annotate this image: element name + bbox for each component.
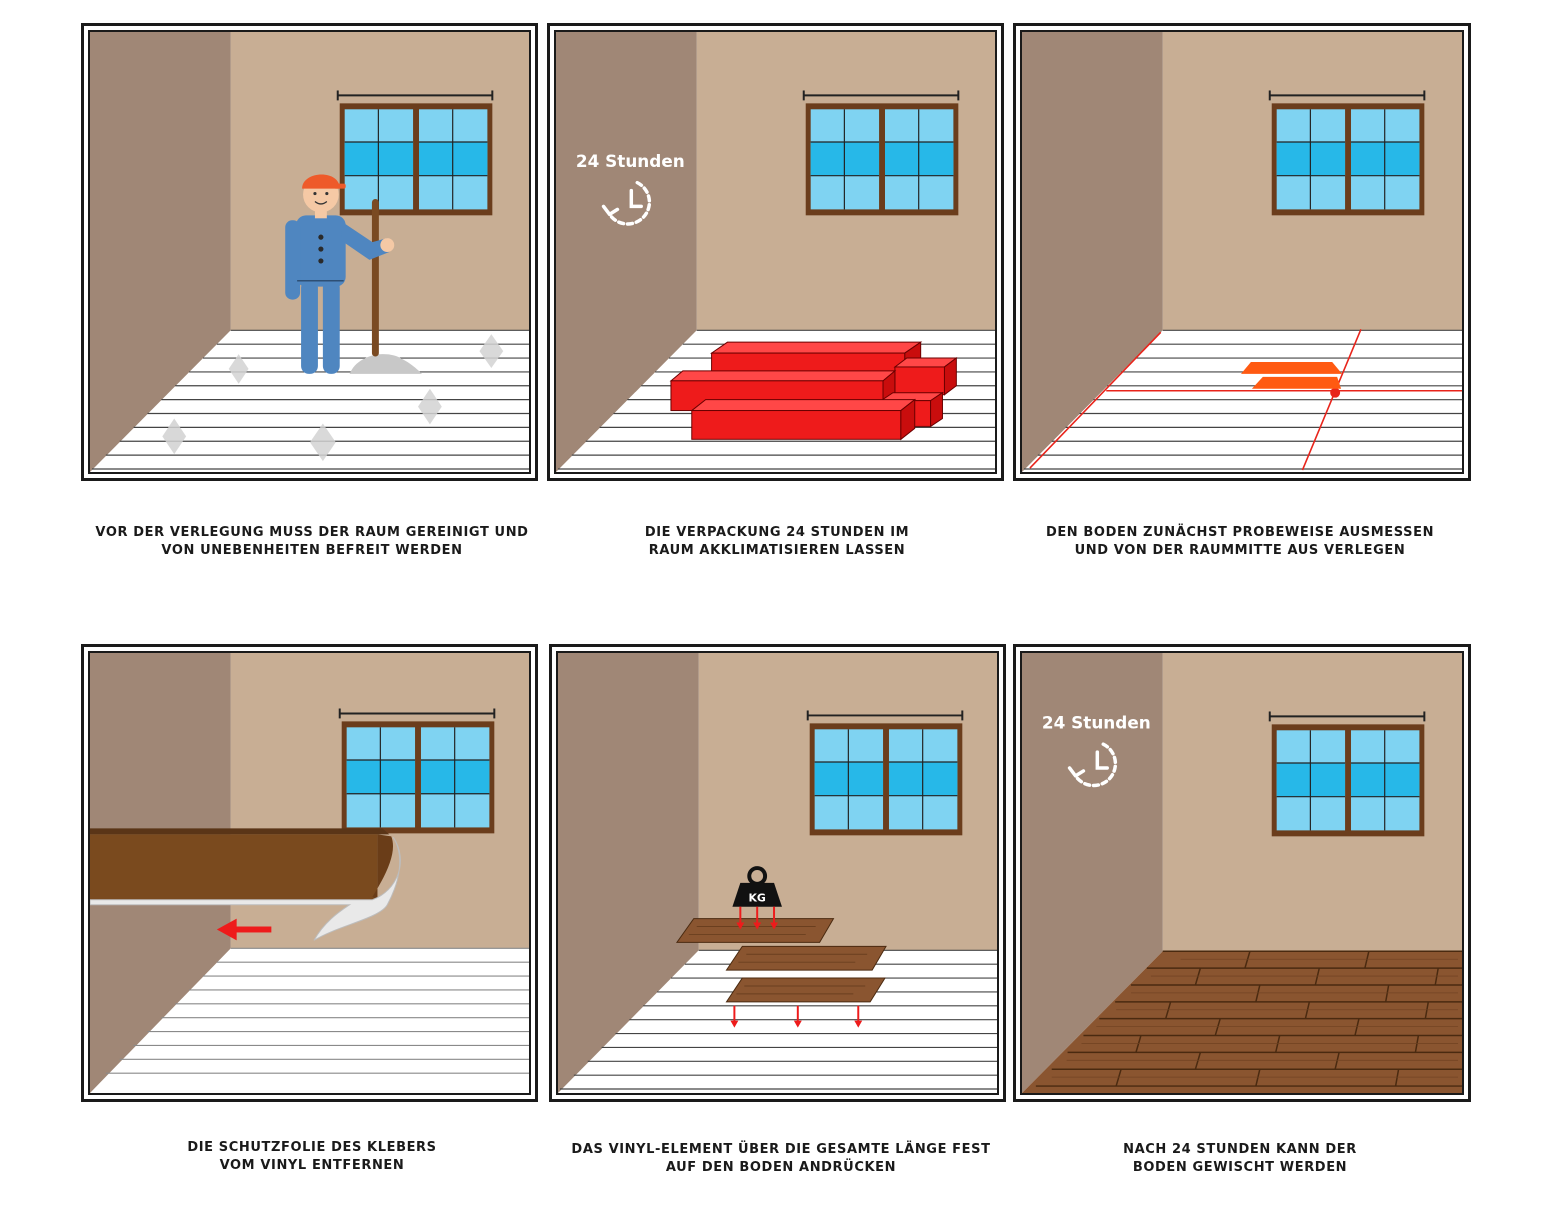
caption-line: BODEN GEWISCHT WERDEN xyxy=(1132,1160,1348,1175)
room-scene-4 xyxy=(88,651,531,1095)
vinyl-elements xyxy=(675,918,887,1003)
caption-line: UND VON DER RAUMMITTE AUS VERLEGEN xyxy=(1074,543,1406,558)
timer-label: 24 Stunden xyxy=(576,151,685,171)
step-caption-2: DIE VERPACKUNG 24 STUNDEN IM RAUM AKKLIM… xyxy=(547,524,1007,560)
step-panel-3 xyxy=(1013,23,1471,481)
room-illustration xyxy=(1022,32,1462,472)
step-panel-2: 24 Stunden xyxy=(547,23,1004,481)
weight-icon: KG xyxy=(732,866,782,907)
worker-figure xyxy=(285,174,395,374)
room-illustration: KG xyxy=(558,653,997,1093)
clock-icon xyxy=(601,180,652,226)
step-panel-5: KG xyxy=(549,644,1006,1102)
step-panel-1 xyxy=(81,23,538,481)
caption-line: RAUM AKKLIMATISIEREN LASSEN xyxy=(648,543,906,558)
step-caption-1: VOR DER VERLEGUNG MUSS DER RAUM GEREINIG… xyxy=(82,524,542,560)
trial-tiles xyxy=(1241,362,1343,389)
finished-wood-floor xyxy=(1022,951,1462,1093)
room-scene-5: KG xyxy=(556,651,999,1095)
room-scene-6: 24 Stunden xyxy=(1020,651,1464,1095)
laser-guide-lines xyxy=(1029,328,1462,471)
step-caption-6: NACH 24 STUNDEN KANN DER BODEN GEWISCHT … xyxy=(1010,1141,1470,1177)
window xyxy=(336,90,494,216)
caption-line: VOR DER VERLEGUNG MUSS DER RAUM GEREINIG… xyxy=(95,525,529,540)
caption-line: DIE VERPACKUNG 24 STUNDEN IM xyxy=(644,525,910,540)
arrow-down-icon xyxy=(730,906,863,1028)
window xyxy=(338,708,496,834)
window xyxy=(1268,711,1426,837)
room-scene-1 xyxy=(88,30,531,474)
step-panel-4 xyxy=(81,644,538,1102)
flooring-packages xyxy=(669,341,958,441)
room-illustration xyxy=(90,653,529,1093)
room-scene-3 xyxy=(1020,30,1464,474)
window xyxy=(806,710,964,836)
step-caption-5: DAS VINYL-ELEMENT ÜBER DIE GESAMTE LÄNGE… xyxy=(551,1141,1011,1177)
caption-line: DEN BODEN ZUNÄCHST PROBEWEISE AUSMESSEN xyxy=(1045,525,1435,540)
arrow-left-icon xyxy=(216,918,272,941)
room-illustration xyxy=(90,32,529,472)
room-illustration: 24 Stunden xyxy=(1022,653,1462,1093)
step-caption-4: DIE SCHUTZFOLIE DES KLEBERS VOM VINYL EN… xyxy=(82,1139,542,1175)
caption-line: AUF DEN BODEN ANDRÜCKEN xyxy=(665,1160,897,1175)
room-scene-2: 24 Stunden xyxy=(554,30,997,474)
weight-label: KG xyxy=(748,892,765,905)
step-caption-3: DEN BODEN ZUNÄCHST PROBEWEISE AUSMESSEN … xyxy=(1010,524,1470,560)
clock-icon xyxy=(1067,742,1118,788)
timer-label: 24 Stunden xyxy=(1042,712,1151,732)
window xyxy=(802,90,960,216)
step-panel-6: 24 Stunden xyxy=(1013,644,1471,1102)
caption-line: DIE SCHUTZFOLIE DES KLEBERS xyxy=(187,1140,437,1155)
room-illustration: 24 Stunden xyxy=(556,32,995,472)
caption-line: NACH 24 STUNDEN KANN DER xyxy=(1123,1142,1357,1157)
caption-line: VOM VINYL ENTFERNEN xyxy=(219,1158,405,1173)
caption-line: VON UNEBENHEITEN BEFREIT WERDEN xyxy=(161,543,463,558)
vinyl-plank xyxy=(90,828,401,941)
caption-line: DAS VINYL-ELEMENT ÜBER DIE GESAMTE LÄNGE… xyxy=(571,1142,991,1157)
window xyxy=(1268,90,1426,216)
